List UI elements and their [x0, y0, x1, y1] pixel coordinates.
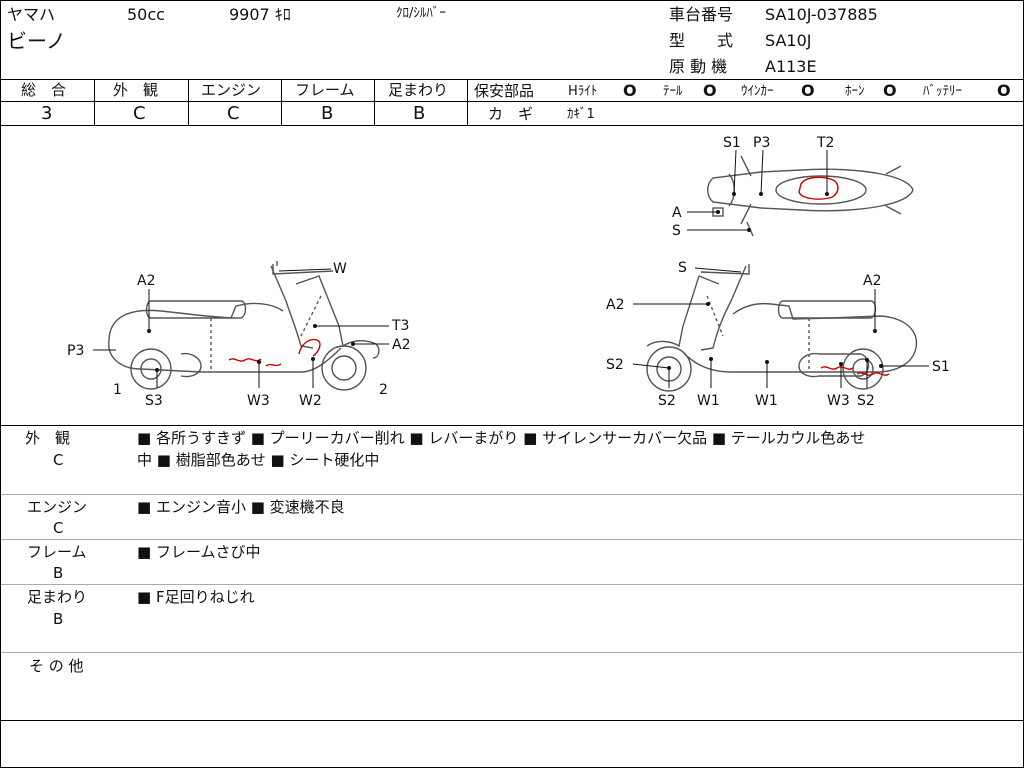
type-label: 型 式: [669, 31, 734, 50]
displacement: 50cc: [127, 5, 165, 24]
key-label: カ ギ: [488, 105, 534, 123]
label-1: 1: [113, 382, 122, 398]
remark-category-frame: フレーム: [27, 543, 87, 561]
label-s1-right: S1: [932, 359, 950, 375]
engine-label: 原 動 機: [669, 57, 728, 76]
safety-headlight-mark: O: [623, 81, 637, 100]
label-a2-right-left: A2: [392, 337, 410, 353]
label-s-top: S: [672, 223, 681, 239]
label-w1-b: W1: [755, 393, 778, 409]
label-s2-bottom-2: S2: [857, 393, 875, 409]
remark-line-suspension-1: ■ F足回りねじれ: [137, 588, 255, 606]
safety-battery: ﾊﾞｯﾃﾘｰ: [923, 84, 962, 99]
label-s2-left-right: S2: [606, 357, 624, 373]
score-engine: C: [227, 103, 240, 124]
label-w1-a: W1: [697, 393, 720, 409]
score-header-suspension: 足まわり: [388, 81, 449, 99]
label-a-top: A: [672, 205, 682, 221]
label-t3: T3: [391, 318, 409, 334]
score-header-frame: フレーム: [295, 81, 355, 99]
maker: ヤマハ: [7, 5, 56, 24]
safety-headlight: Hﾗｲﾄ: [568, 84, 598, 99]
remark-category-engine: エンジン: [27, 498, 88, 516]
remark-line-engine-1: ■ エンジン音小 ■ 変速機不良: [137, 498, 345, 516]
remark-category-suspension: 足まわり: [27, 588, 88, 606]
safety-battery-mark: O: [997, 81, 1011, 100]
score-exterior: C: [133, 103, 146, 124]
safety-horn-mark: O: [883, 81, 897, 100]
remark-grade-exterior: C: [53, 451, 64, 469]
label-s3: S3: [145, 393, 163, 409]
safety-tail: ﾃｰﾙ: [663, 84, 683, 99]
score-suspension: B: [413, 103, 426, 124]
color: ｸﾛ/ｼﾙﾊﾞｰ: [396, 6, 446, 21]
remark-line-frame-1: ■ フレームさび中: [137, 543, 261, 561]
engine-value: A113E: [765, 57, 817, 76]
remark-grade-frame: B: [53, 564, 64, 582]
label-w: W: [333, 261, 347, 277]
remark-line-exterior-2: 中 ■ 樹脂部色あせ ■ シート硬化中: [137, 451, 380, 469]
label-w2: W2: [299, 393, 322, 409]
remark-grade-engine: C: [53, 519, 64, 537]
remark-category-exterior: 外 観: [25, 429, 71, 447]
score-frame: B: [321, 103, 334, 124]
score-header-overall: 総 合: [21, 81, 67, 99]
score-header-exterior: 外 観: [113, 81, 159, 99]
safety-winker: ｳｲﾝｶｰ: [741, 84, 774, 99]
safety-horn: ﾎｰﾝ: [845, 84, 865, 99]
label-p3: P3: [67, 343, 84, 359]
label-t2-top: T2: [816, 135, 834, 151]
label-w3-right: W3: [827, 393, 850, 409]
model-name: ビーノ: [7, 29, 66, 53]
label-a2-top-left: A2: [137, 273, 155, 289]
remark-grade-suspension: B: [53, 610, 64, 628]
remark-line-exterior-1: ■ 各所うすきず ■ プーリーカバー削れ ■ レバーまがり ■ サイレンサーカバ…: [137, 429, 866, 447]
remark-category-other: そ の 他: [29, 657, 84, 675]
label-s2-bottom-1: S2: [658, 393, 676, 409]
label-s-right: S: [678, 260, 687, 276]
safety-winker-mark: O: [801, 81, 815, 100]
label-2: 2: [379, 382, 388, 398]
type-value: SA10J: [765, 31, 812, 50]
label-s1-top: S1: [723, 135, 741, 151]
label-a2-left-right: A2: [606, 297, 624, 313]
frame-no: SA10J-037885: [765, 5, 878, 24]
key-value: ｶｷﾞ1: [567, 107, 595, 122]
label-p3-top: P3: [753, 135, 770, 151]
mileage: 9907 ｷﾛ: [229, 5, 291, 24]
score-header-engine: エンジン: [201, 81, 262, 99]
label-w3-left: W3: [247, 393, 270, 409]
safety-tail-mark: O: [703, 81, 717, 100]
score-overall: 3: [41, 103, 53, 124]
label-a2-right-right: A2: [863, 273, 881, 289]
damage-diagram: W A2 T3 A2 P3 1 2 S3 W3 W2 S A2 A2 S2 S1…: [67, 135, 950, 409]
frame-no-label: 車台番号: [669, 5, 734, 24]
safety-label: 保安部品: [474, 82, 535, 100]
